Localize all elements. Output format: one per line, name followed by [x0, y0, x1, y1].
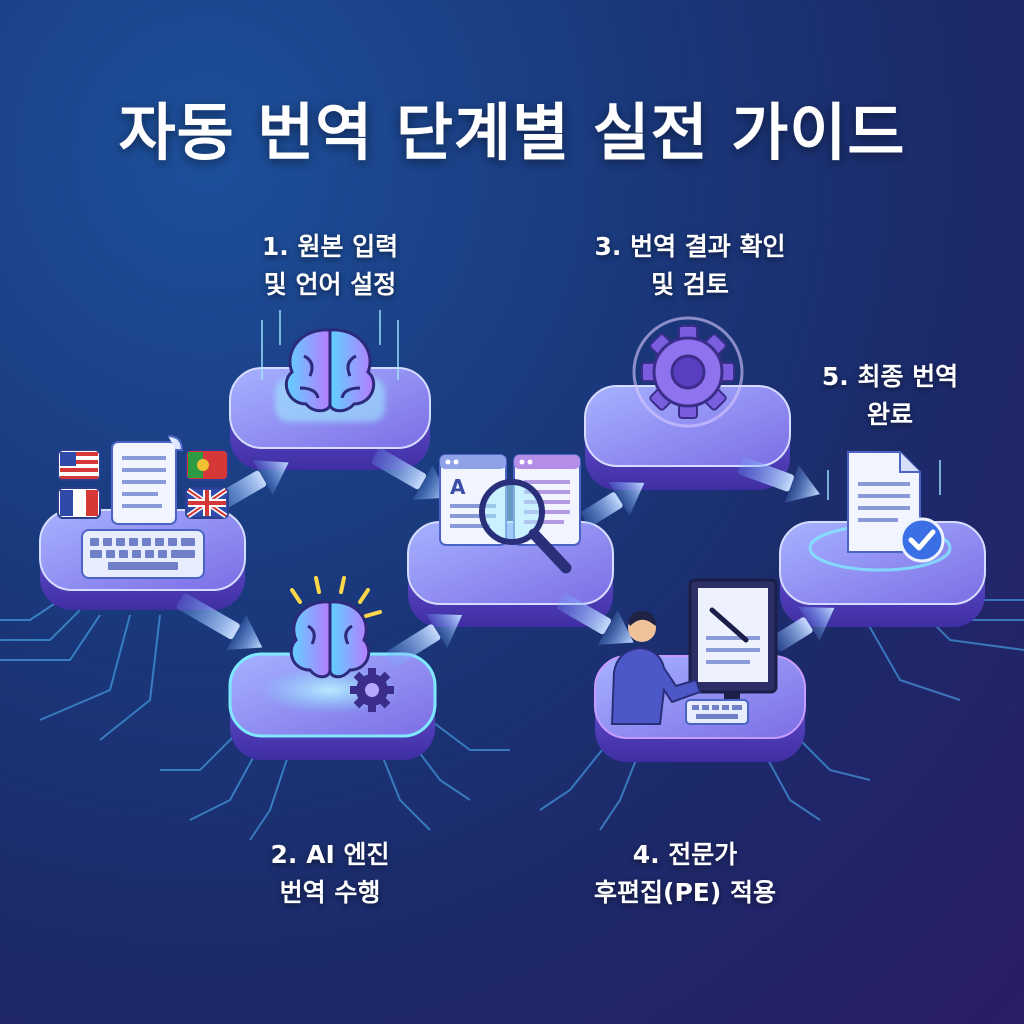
fr-flag-icon — [57, 487, 101, 519]
monitor-icon — [688, 578, 778, 706]
step-1-label: 1. 원본 입력 및 언어 설정 — [200, 228, 460, 304]
input-icons — [57, 435, 229, 579]
document-icon — [111, 435, 184, 525]
step-3-label: 3. 번역 결과 확인 및 검토 — [555, 228, 825, 304]
check-badge-icon — [899, 517, 945, 563]
gear-icon — [350, 668, 394, 712]
arrow-step2-to-review — [386, 613, 463, 667]
step-1-line1: 1. 원본 입력 — [261, 232, 399, 261]
step-3-line2: 및 검토 — [651, 270, 729, 299]
arrow-step3-to-step5 — [737, 457, 820, 503]
step-2-line2: 번역 수행 — [279, 878, 381, 907]
ai-brain-icon — [289, 576, 382, 679]
step-2-line1: 2. AI 엔진 — [270, 840, 390, 869]
step-5-line1: 5. 최종 번역 — [821, 362, 959, 391]
step-3-line1: 3. 번역 결과 확인 — [594, 232, 786, 261]
uk-flag-icon — [185, 487, 229, 519]
step-1-line2: 및 언어 설정 — [263, 270, 397, 299]
us-flag-icon — [57, 449, 101, 481]
settings-gear-icon — [632, 316, 744, 428]
page-title: 자동 번역 단계별 실전 가이드 — [118, 96, 906, 169]
keyboard-icon — [685, 699, 749, 725]
step-4-label: 4. 전문가 후편집(PE) 적용 — [555, 836, 815, 912]
arrow-review-to-step3 — [581, 481, 645, 527]
arrow-step4-to-step5 — [771, 606, 835, 652]
arrow-review-to-step4 — [556, 593, 634, 645]
arrow-input-to-step2 — [176, 593, 263, 650]
step-4-line2: 후편집(PE) 적용 — [594, 878, 776, 907]
step-5-line2: 완료 — [866, 400, 913, 429]
step-4-line1: 4. 전문가 — [632, 840, 738, 869]
keyboard-icon — [81, 529, 205, 579]
doc-letter: A — [450, 475, 466, 499]
step-2-label: 2. AI 엔진 번역 수행 — [200, 836, 460, 912]
final-document-icon — [827, 451, 941, 553]
magnifier-icon — [479, 479, 572, 574]
brain-icon — [261, 310, 399, 413]
person-icon — [610, 611, 702, 725]
flow-arrows — [176, 448, 835, 667]
pt-flag-icon — [185, 449, 229, 481]
step-5-label: 5. 최종 번역 완료 — [760, 358, 1020, 434]
